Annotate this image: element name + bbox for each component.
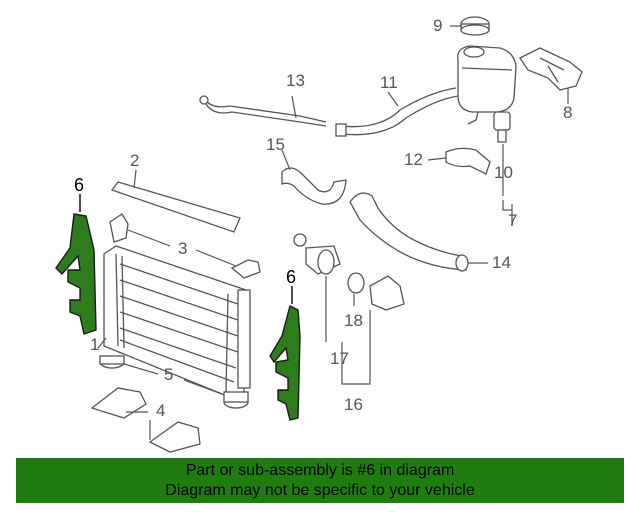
callout-7: 7 — [508, 211, 518, 230]
reservoir-bracket — [519, 47, 583, 91]
overflow-hose — [335, 87, 459, 137]
callout-15: 15 — [266, 135, 285, 154]
thermostat-housing — [293, 233, 341, 275]
leader-12 — [427, 157, 447, 161]
lower-bracket-right — [148, 421, 201, 453]
leader-16-17 — [325, 276, 371, 385]
diagram-notice-banner: Part or sub-assembly is #6 in diagram Di… — [16, 458, 624, 503]
callout-16: 16 — [344, 395, 363, 414]
level-sensor — [493, 111, 511, 143]
callout-5: 5 — [164, 365, 174, 384]
callout-2: 2 — [130, 151, 140, 170]
lower-bracket-left — [90, 387, 147, 419]
callout-17: 17 — [330, 349, 349, 368]
callout-6-left: 6 — [74, 175, 85, 195]
insulator-lower — [223, 391, 249, 409]
callout-6-right: 6 — [286, 267, 297, 287]
radiator-upper-panel — [110, 181, 241, 233]
leader-3b — [195, 249, 237, 267]
callout-10: 10 — [494, 163, 513, 182]
mounting-clip-left — [109, 213, 129, 243]
leader-3a — [127, 229, 171, 247]
leader-15 — [281, 149, 291, 171]
leader-5a — [123, 363, 159, 375]
small-hose — [445, 147, 491, 175]
callout-13: 13 — [286, 71, 305, 90]
callout-3: 3 — [178, 239, 188, 258]
banner-line-1: Part or sub-assembly is #6 in diagram — [185, 462, 455, 479]
coolant-pipe — [199, 95, 327, 127]
callout-1: 1 — [90, 335, 100, 354]
leader-5b — [183, 379, 223, 395]
leader-1 — [97, 337, 107, 349]
callout-12: 12 — [404, 150, 423, 169]
air-baffle-right — [269, 304, 301, 421]
lower-radiator-hose — [349, 192, 469, 272]
callout-4: 4 — [156, 401, 166, 420]
leader-2 — [133, 169, 137, 189]
upper-radiator-hose — [281, 167, 347, 205]
banner-line-2: Diagram may not be specific to your vehi… — [165, 482, 475, 499]
radiator-core — [103, 245, 251, 399]
coolant-reservoir — [457, 45, 517, 125]
reservoir-cap — [460, 16, 490, 36]
callout-14: 14 — [492, 253, 511, 272]
callout-9: 9 — [433, 16, 443, 35]
insulator-upper — [99, 355, 125, 369]
thermostat-gasket — [347, 272, 365, 294]
leader-11 — [387, 91, 399, 107]
leader-13 — [291, 95, 297, 119]
callout-11: 11 — [380, 73, 398, 92]
mounting-clip-right — [230, 259, 261, 279]
leader-7 — [502, 200, 513, 226]
air-baffle-left — [55, 213, 97, 335]
water-outlet — [369, 275, 405, 311]
callout-18: 18 — [344, 311, 363, 330]
callout-8: 8 — [563, 103, 573, 122]
